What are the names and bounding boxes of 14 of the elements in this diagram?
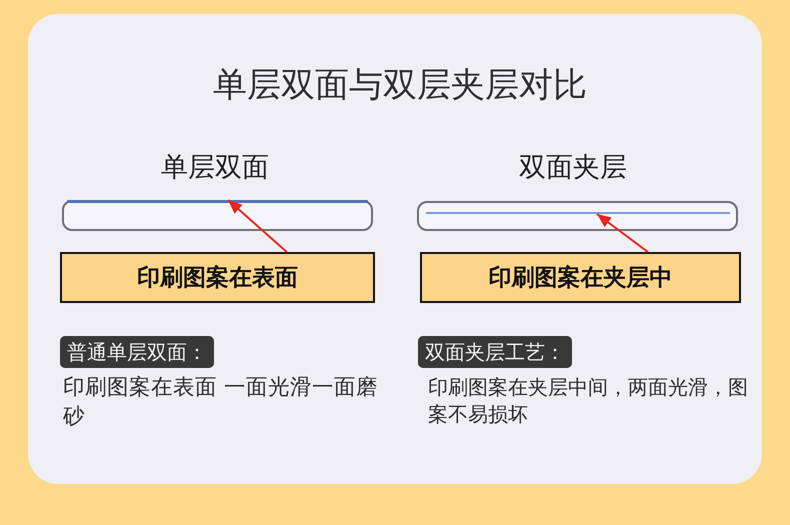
section-heading: 单层双面 (161, 151, 269, 185)
callout-box: 印刷图案在表面 (60, 252, 375, 303)
leader-arrow (227, 199, 288, 253)
layer-bar (417, 201, 738, 231)
callout-box: 印刷图案在夹层中 (420, 252, 741, 303)
layer-bar (62, 200, 373, 231)
leader-arrow (596, 213, 648, 253)
description-text: 印刷图案在夹层中间，两面光滑，图案不易损坏 (428, 374, 749, 428)
label-tag: 普通单层双面： (60, 336, 214, 368)
interlayer-line (426, 212, 730, 214)
title: 单层双面与双层夹层对比 (213, 64, 587, 106)
section-heading: 双面夹层 (519, 151, 627, 185)
label-tag: 双面夹层工艺： (418, 336, 572, 368)
description-text: 印刷图案在表面 一面光滑一面磨砂 (63, 374, 379, 431)
